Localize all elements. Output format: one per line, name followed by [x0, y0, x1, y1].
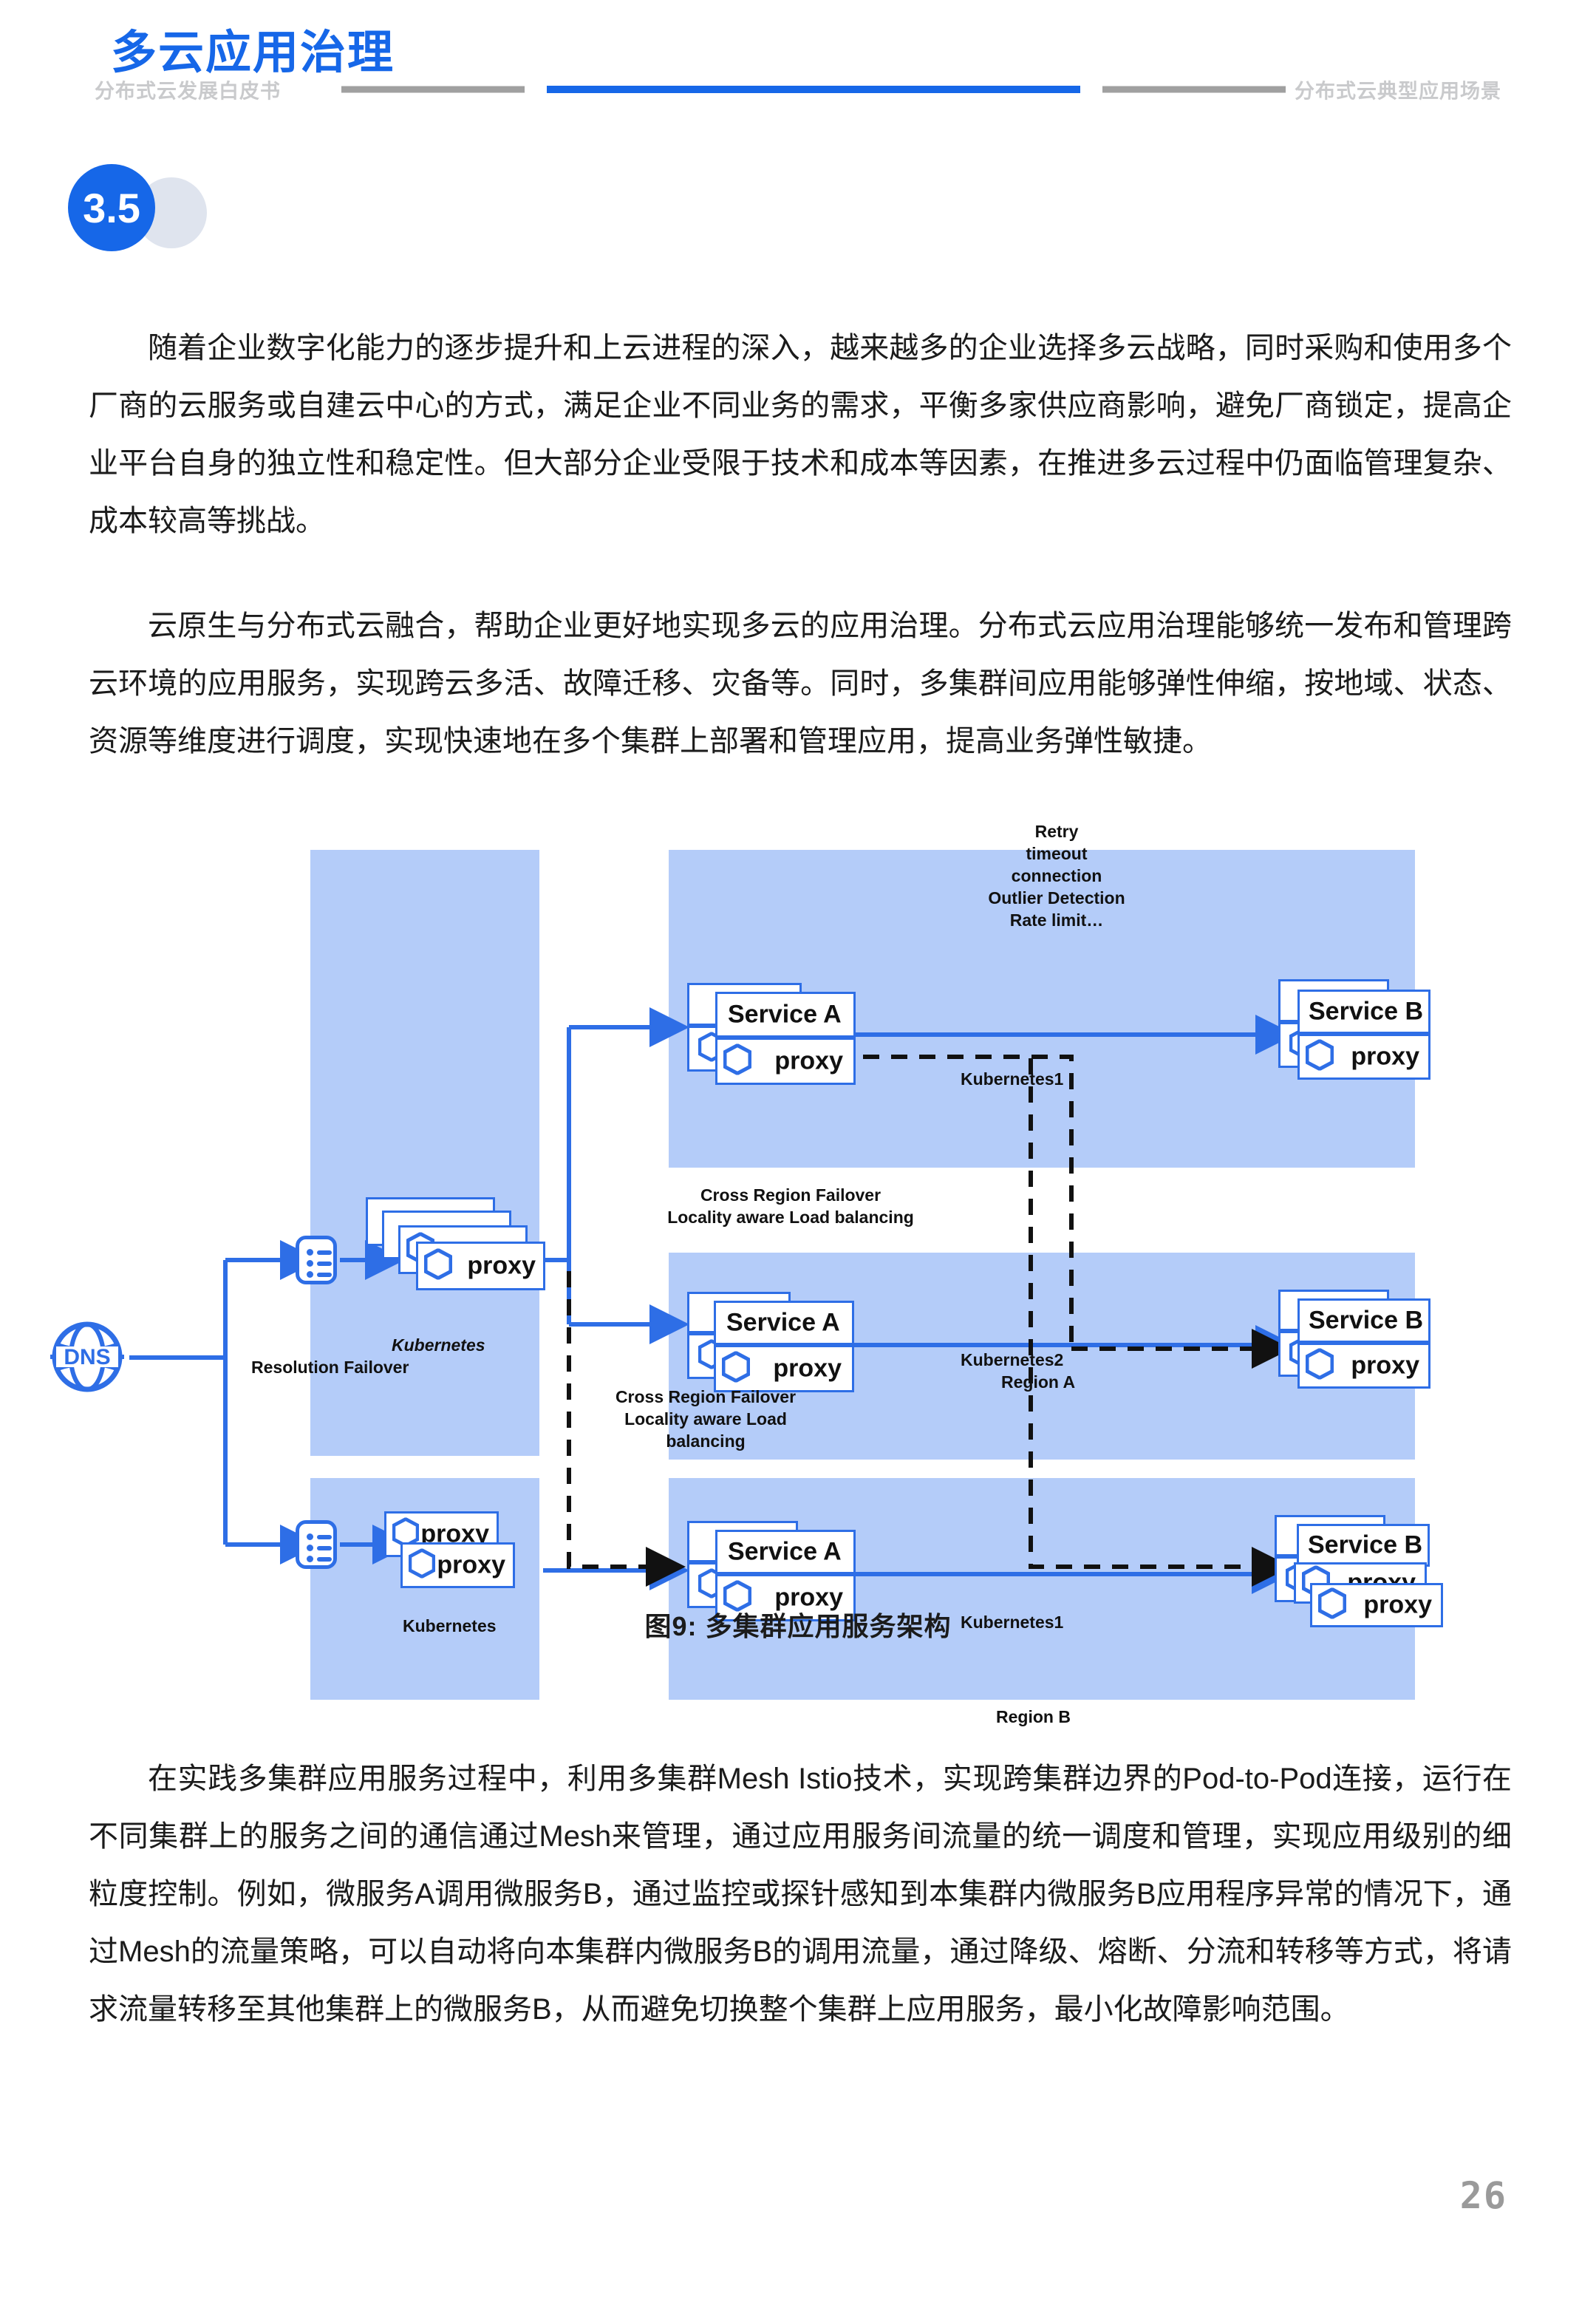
connector-layer — [129, 1007, 1295, 1594]
proxy-label: proxy — [774, 1583, 843, 1612]
cross-region-failover-label-1: Cross Region Failover Locality aware Loa… — [667, 1185, 914, 1227]
dns-globe-icon: DNS — [46, 1315, 129, 1398]
region-a-label: Region A — [1001, 1372, 1076, 1392]
service-b-card: Service B — [1297, 1298, 1430, 1343]
dns-icon-label: DNS — [64, 1345, 110, 1369]
figure-multicluster-architecture: DNS proxy — [0, 822, 1596, 1726]
service-list-icon-bottom — [296, 1520, 337, 1569]
hexagon-icon — [721, 1350, 751, 1386]
panel-kubernetes-top-left — [310, 850, 539, 1456]
hexagon-icon — [1305, 1347, 1334, 1383]
proxy-card: proxy — [714, 1345, 854, 1392]
proxy-card: proxy — [715, 1574, 856, 1621]
figure-caption: 图9: 多集群应用服务架构 — [644, 1611, 952, 1641]
proxy-label: proxy — [774, 1046, 843, 1075]
service-b-label: Service B — [1309, 1306, 1423, 1335]
header-rule-left — [341, 86, 525, 93]
service-list-icon-top — [296, 1236, 337, 1284]
service-a-label: Service A — [728, 1537, 842, 1566]
region-b-label: Region B — [996, 1707, 1071, 1726]
policy-list-label: Retry timeout connection Outlier Detecti… — [988, 822, 1125, 930]
kubernetes1-bottom-label: Kubernetes1 — [961, 1613, 1064, 1632]
hexagon-icon — [723, 1043, 752, 1079]
proxy-label: proxy — [1363, 1590, 1432, 1619]
header-rule-accent — [547, 86, 1080, 93]
paragraph-3: 在实践多集群应用服务过程中，利用多集群Mesh Istio技术，实现跨集群边界的… — [89, 1763, 1512, 2026]
service-b-label: Service B — [1308, 1531, 1422, 1559]
proxy-card: proxy — [416, 1242, 545, 1290]
service-a-card: Service A — [715, 1530, 856, 1574]
service-b-label: Service B — [1309, 997, 1423, 1026]
proxy-card: proxy — [1310, 1583, 1443, 1627]
proxy-label: proxy — [467, 1251, 536, 1280]
page-number: 26 — [1459, 2174, 1507, 2217]
header-rule-right — [1102, 86, 1286, 93]
proxy-card: proxy — [1297, 1343, 1430, 1389]
paragraph-2: 云原生与分布式云融合，帮助企业更好地实现多云的应用治理。分布式云应用治理能够统一… — [89, 610, 1512, 757]
kubernetes-italic-label: Kubernetes — [392, 1335, 485, 1355]
kubernetes1-top-label: Kubernetes1 — [961, 1069, 1064, 1089]
service-a-card: Service A — [714, 1301, 854, 1345]
hexagon-icon — [723, 1579, 752, 1615]
proxy-label: proxy — [1351, 1351, 1419, 1380]
page-title: 多云应用治理 — [111, 27, 395, 78]
proxy-label: proxy — [437, 1550, 505, 1579]
proxy-card: proxy — [1297, 1034, 1430, 1080]
header-left-title: 分布式云发展白皮书 — [95, 80, 281, 103]
service-a-card: Service A — [715, 992, 856, 1038]
service-b-card: Service B — [1297, 1524, 1430, 1567]
proxy-label: proxy — [773, 1354, 842, 1383]
proxy-card: proxy — [400, 1542, 515, 1588]
service-a-label: Service A — [728, 1000, 842, 1029]
section-number-badge: 3.5 — [68, 164, 155, 251]
hexagon-icon — [1317, 1587, 1347, 1623]
resolution-failover-label: Resolution Failover — [251, 1358, 409, 1377]
hexagon-icon — [408, 1548, 436, 1582]
hexagon-icon — [423, 1247, 453, 1284]
header-right-title: 分布式云典型应用场景 — [1295, 80, 1501, 103]
service-a-label: Service A — [726, 1308, 840, 1337]
kubernetes2-label: Kubernetes2 — [961, 1350, 1064, 1369]
service-b-card: Service B — [1297, 990, 1430, 1034]
hexagon-icon — [1305, 1038, 1334, 1075]
page-header: 分布式云发展白皮书 分布式云典型应用场景 — [0, 71, 1596, 108]
paragraph-1: 随着企业数字化能力的逐步提升和上云进程的深入，越来越多的企业选择多云战略，同时采… — [89, 332, 1512, 537]
cross-region-failover-label-2: Cross Region Failover Locality aware Loa… — [615, 1387, 797, 1451]
proxy-label: proxy — [1351, 1042, 1419, 1071]
kubernetes-bottom-label: Kubernetes — [403, 1616, 497, 1635]
proxy-card: proxy — [715, 1038, 856, 1085]
